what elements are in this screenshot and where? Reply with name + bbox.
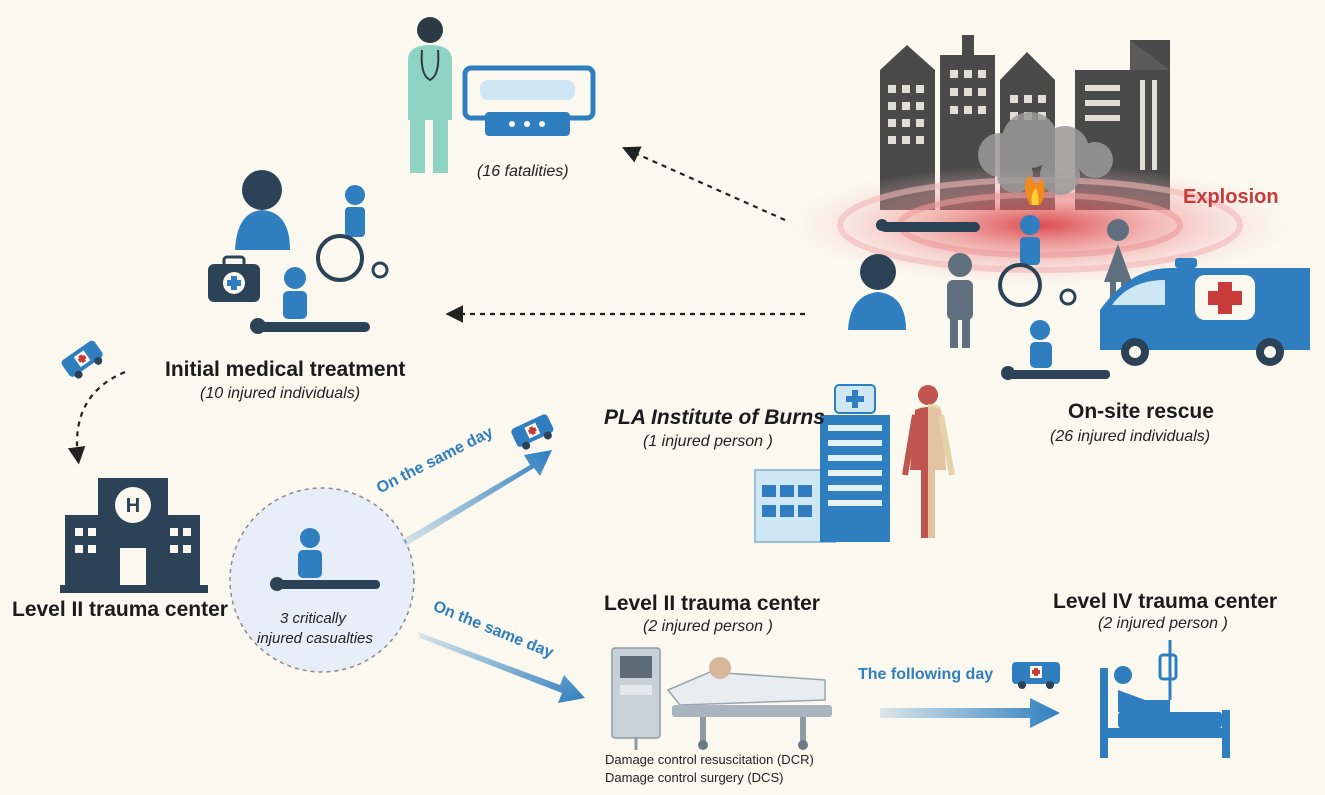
hospital-building-icon: H [60,478,208,593]
cpr-critical-icon [270,528,380,591]
small-ambulance-icon [61,340,103,379]
first-aid-kit-icon [208,255,260,302]
wheelchair-icon [316,185,389,282]
dcs-note: Damage control surgery (DCS) [605,770,784,785]
following-day-label: The following day [858,666,994,683]
burns-institute-count: (1 injured person ) [643,433,773,450]
arrow-following-day [880,698,1060,728]
burns-institute-title: PLA Institute of Burns [604,406,825,429]
arrow-same-day-to-burns [402,450,552,546]
level-iv-title: Level IV trauma center [1053,590,1278,613]
small-ambulance-right-icon [1012,662,1060,689]
wheelchair-patient-icon [998,215,1077,307]
injured-person-arm-sling-icon [848,254,906,330]
lying-casualty-icon [876,219,980,232]
svg-text:H: H [126,495,140,517]
cpr-casualty-icon [1001,320,1110,380]
level-ii-left-title: Level II trauma center [12,598,228,621]
doctor-icon [408,17,452,173]
initial-treatment-title: Initial medical treatment [165,358,406,381]
ventilator-icon [611,647,661,750]
hospital-bed-iv-icon [1100,640,1230,758]
burn-anatomy-figure-icon [902,385,955,538]
burns-hospital-building-icon [754,384,890,543]
critical-casualties-line1: 3 critically [280,610,346,627]
ambulance-icon [1100,258,1310,366]
arrow-to-level-ii [67,370,126,465]
cpr-icon [250,267,370,334]
morgue-bed-icon [462,65,596,136]
level-ii-mid-title: Level II trauma center [604,592,820,615]
critical-casualties-line2: injured casualties [257,630,373,647]
arrow-to-fatalities [621,146,786,222]
standing-person-icon [947,253,973,348]
level-iv-count: (2 injured person ) [1098,615,1228,632]
level-ii-mid-count: (2 injured person ) [643,618,773,635]
on-site-rescue-count: (26 injured individuals) [1050,428,1211,445]
dcr-note: Damage control resuscitation (DCR) [605,752,814,767]
injured-arm-sling-icon [235,170,290,250]
explosion-label: Explosion [1183,186,1279,208]
icu-bed-icon [666,657,832,750]
fatalities-count: (16 fatalities) [477,163,569,180]
on-site-rescue-title: On-site rescue [1068,400,1214,423]
arrow-same-day-to-level-ii [418,632,585,703]
small-ambulance-upper-icon [511,414,554,450]
smoke-cloud [978,112,1113,195]
initial-treatment-count: (10 injured individuals) [200,385,361,402]
